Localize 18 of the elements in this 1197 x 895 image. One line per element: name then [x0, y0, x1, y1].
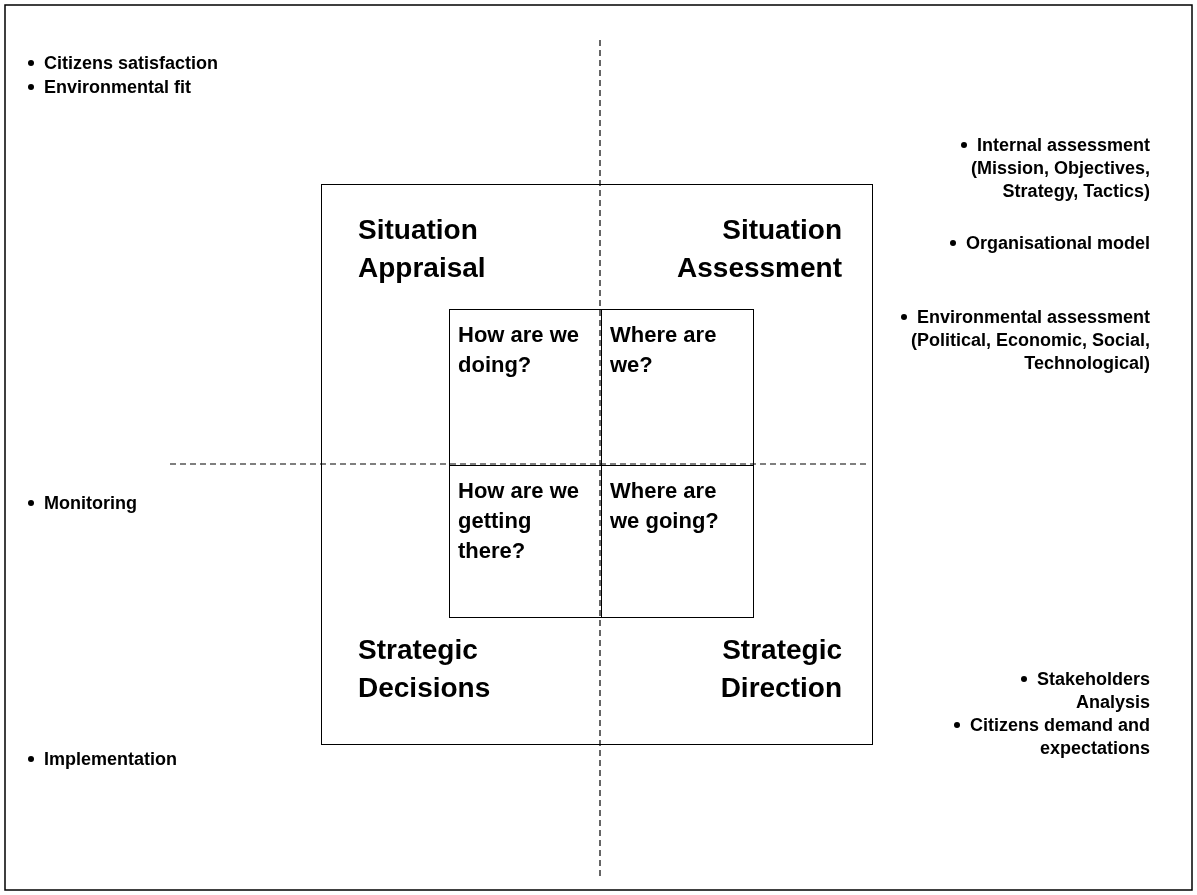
bullet-text: Citizens satisfaction: [44, 53, 219, 73]
quadrant-box: [321, 184, 873, 745]
quadrant-heading: Strategic Decisions: [358, 633, 492, 705]
bullet-text: Citizens demand and expectations: [969, 715, 1150, 758]
bullet-text: Internal assessment (Mission, Objectives, Strategy, Tactics): [970, 135, 1150, 201]
bullet-text: Environmental assessment (Political, Economic, Social, Technological): [910, 307, 1150, 373]
quadrant-heading: Situation Appraisal: [358, 213, 487, 285]
bullet-text: Implementation: [44, 749, 177, 769]
bullet-text: Organisational model: [965, 233, 1150, 253]
quadrant-heading: Situation Assessment: [676, 213, 842, 285]
question-cell: How are we doing?: [449, 309, 602, 466]
bullet-text: Monitoring: [44, 493, 137, 513]
question-cell: How are we getting there?: [449, 465, 602, 618]
question-cell: Where are we going?: [601, 465, 754, 618]
bullet-text: Environmental fit: [44, 77, 191, 97]
question-cell: Where are we?: [601, 309, 754, 466]
bullet-text: Stakeholders Analysis: [1036, 669, 1150, 712]
quadrant-heading: Strategic Direction: [719, 633, 842, 705]
